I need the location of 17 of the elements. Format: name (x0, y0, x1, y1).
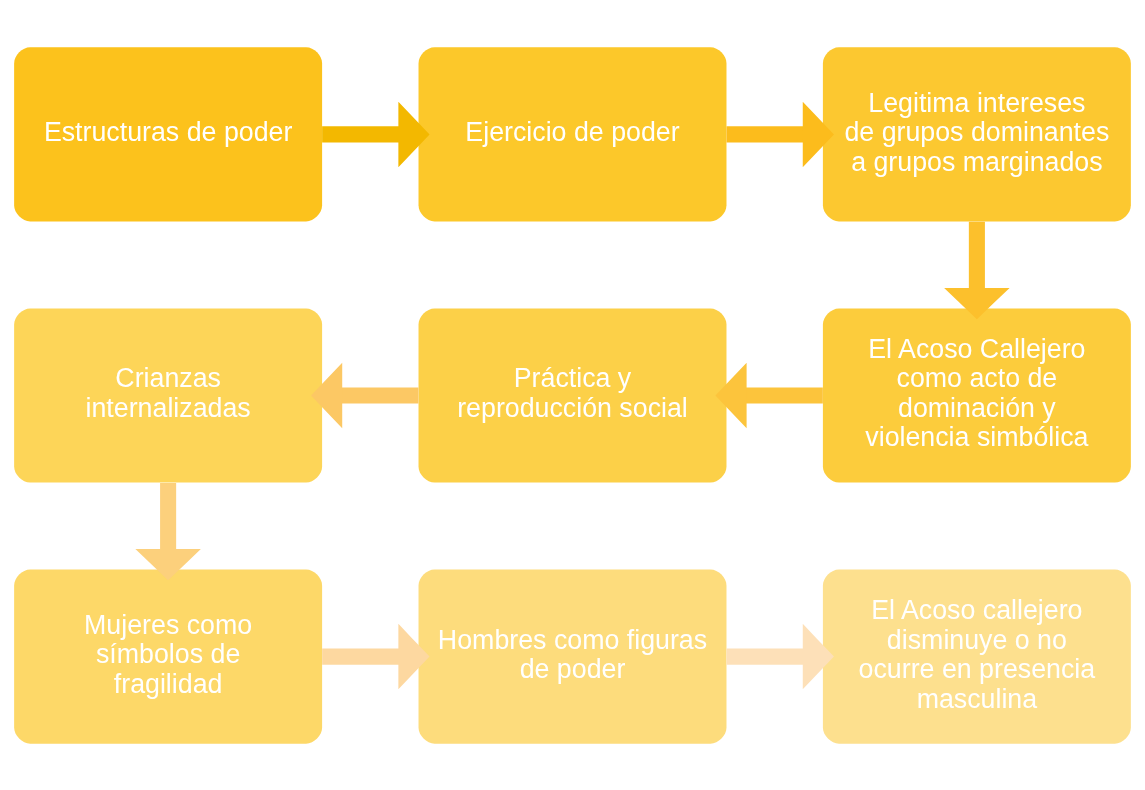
node-box: Estructuras de poder (14, 46, 323, 221)
node-box: Práctica y reproducción social (418, 307, 727, 483)
node-box: El Acoso callejero disminuye o no ocurre en presencia masculina (822, 569, 1131, 744)
node-box: Legitima intereses de grupos dominantes a grupos marginados (822, 46, 1131, 221)
arrow (726, 623, 834, 689)
node-box: Mujeres como símbolos de fragilidad (14, 569, 323, 744)
node-box: Crianzas internalizadas (14, 307, 323, 483)
arrow (322, 101, 430, 167)
arrow (715, 362, 823, 428)
node-box: El Acoso Callejero como acto de dominación y violencia simbólica (822, 307, 1131, 483)
arrow (311, 362, 419, 428)
arrow (726, 101, 834, 167)
arrow (322, 623, 430, 689)
arrow (135, 482, 201, 580)
arrow (944, 221, 1010, 319)
node-box: Ejercicio de poder (418, 46, 727, 221)
node-box: Hombres como figuras de poder (418, 569, 727, 744)
